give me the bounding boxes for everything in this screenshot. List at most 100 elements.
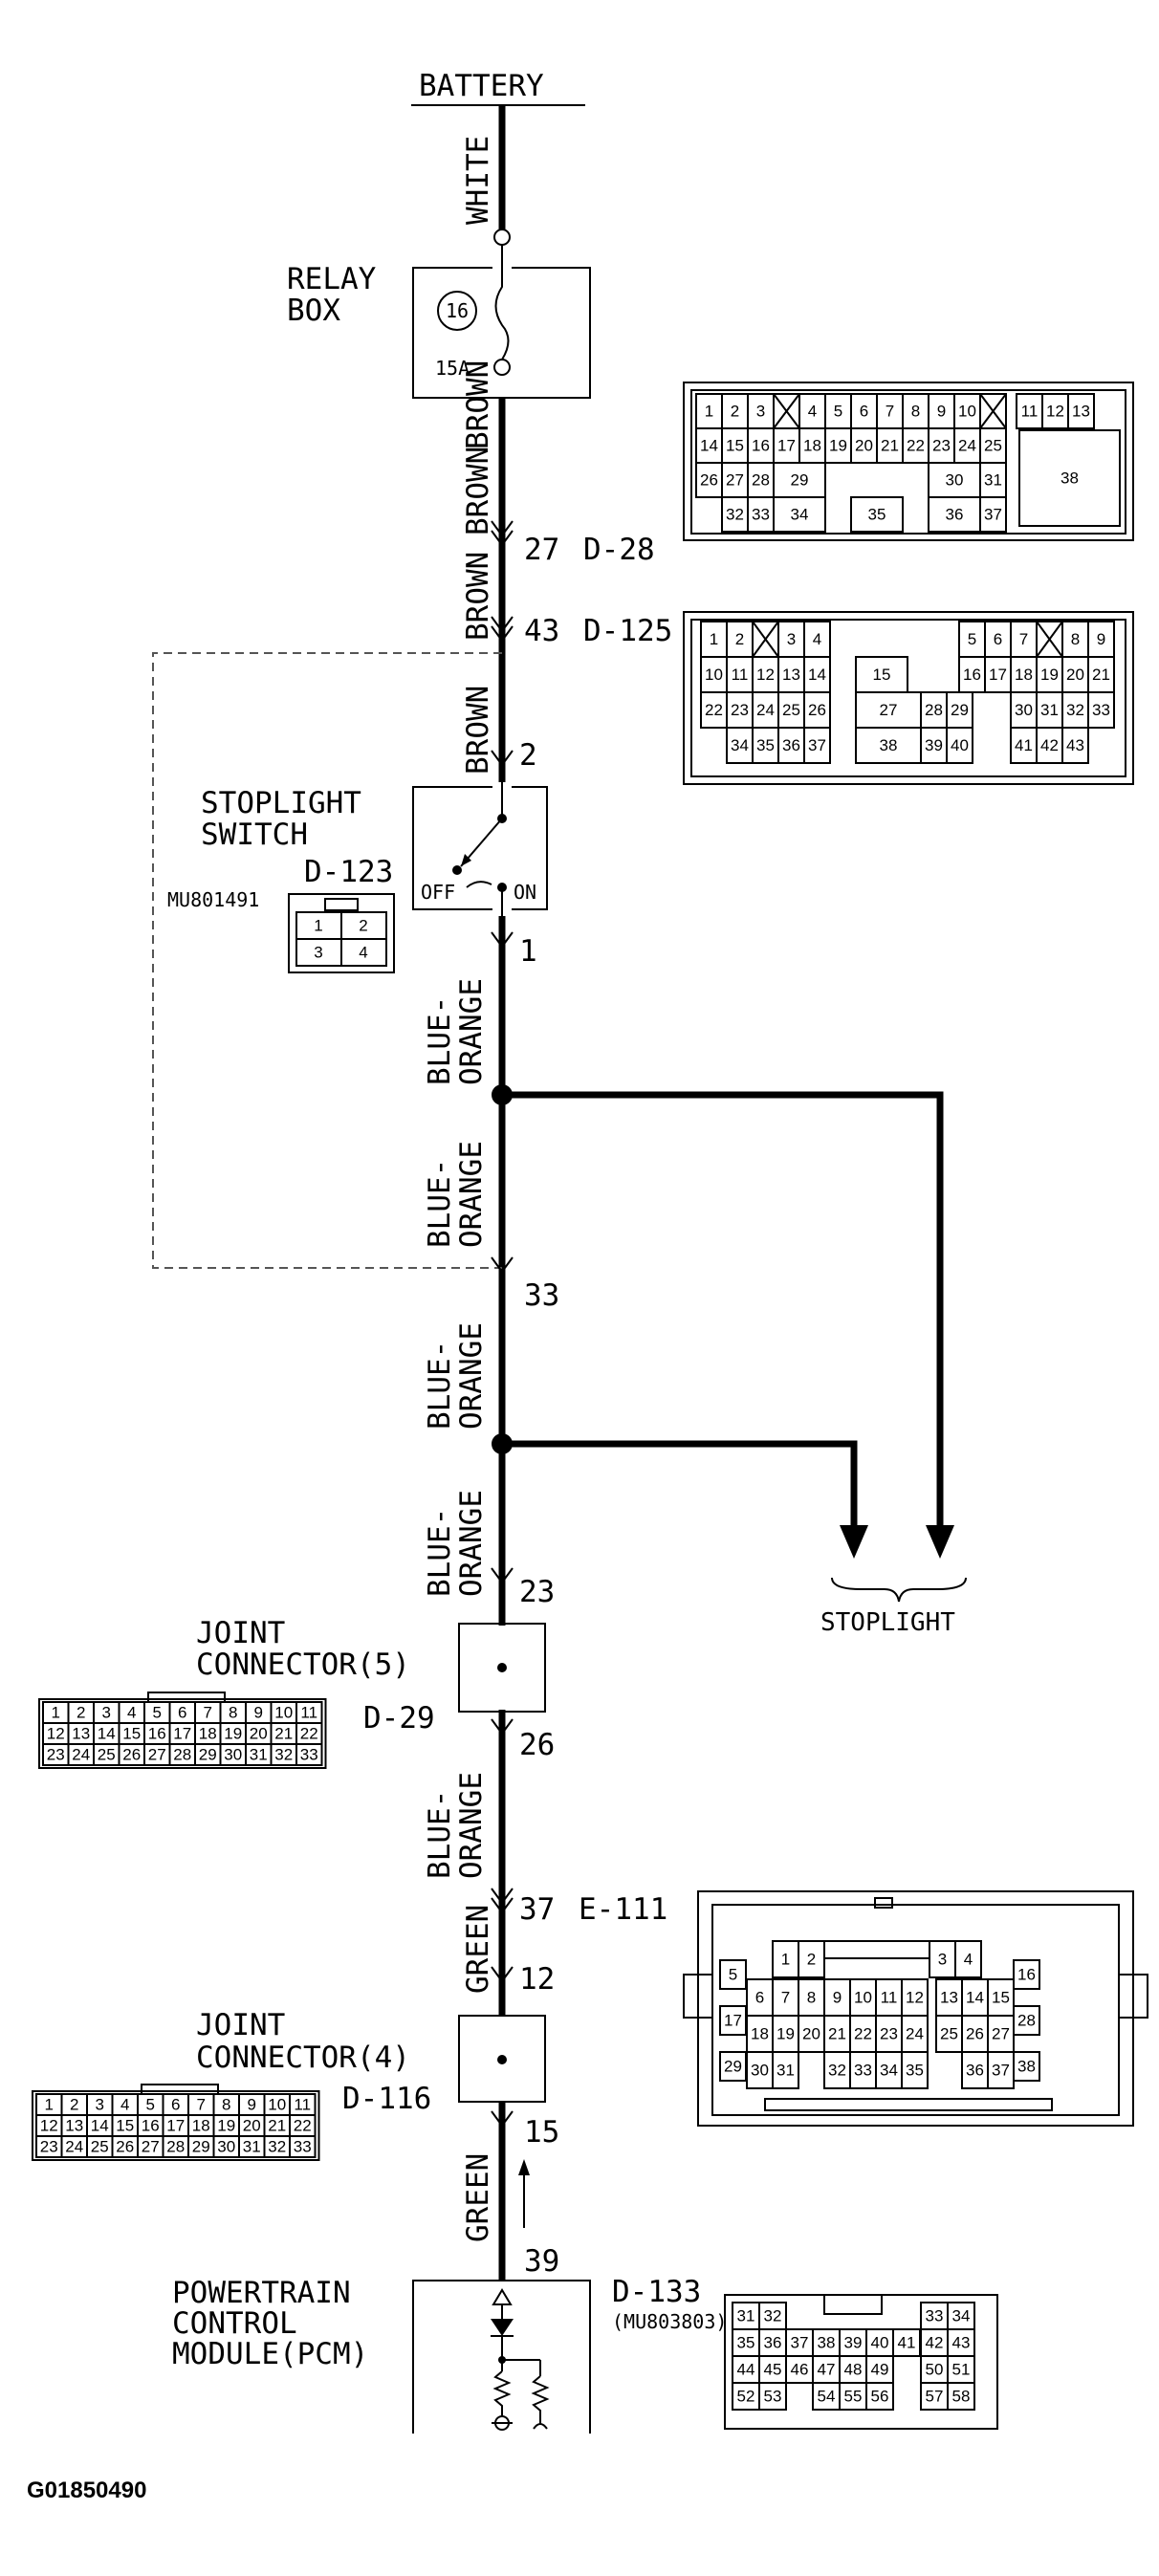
joint5-label-2: CONNECTOR(5): [196, 1648, 410, 1682]
connector-cell: [954, 1940, 982, 1978]
pin-label: 21: [268, 2117, 286, 2135]
stoplight-label: STOPLIGHT: [820, 1608, 955, 1637]
joint4-label-2: CONNECTOR(4): [196, 2041, 410, 2075]
stoplight-switch-outline: [412, 786, 548, 910]
pin-label: 20: [802, 2025, 820, 2043]
pin-label: 25: [782, 701, 800, 719]
connector-id-d123: D-123: [304, 855, 393, 889]
pin-label: 23: [40, 2138, 58, 2156]
pcm-label-2: CONTROL: [172, 2306, 297, 2341]
pin-label: 13: [72, 1725, 90, 1743]
pin-label: 22: [300, 1725, 318, 1743]
pin-label: 13: [65, 2117, 83, 2135]
pin-39: 39: [524, 2244, 559, 2279]
pin-label: 10: [274, 1704, 293, 1722]
pin-label: 10: [268, 2096, 286, 2114]
pin-label: 7: [204, 1704, 212, 1722]
pin-label: 14: [700, 437, 718, 455]
pin-label: 43: [1066, 736, 1084, 754]
pin-label: 24: [958, 437, 976, 455]
stoplight-switch-part-no: MU801491: [167, 888, 259, 911]
pin-label: 32: [1066, 701, 1084, 719]
pin-label: 30: [751, 2062, 769, 2080]
pin-label: 3: [756, 403, 765, 421]
pin-label: 15: [873, 666, 891, 684]
connector-cell: [947, 2382, 975, 2411]
pin-2: 2: [519, 738, 537, 773]
pin-label: 9: [254, 1704, 263, 1722]
pin-label: 12: [47, 1725, 65, 1743]
pcm-input-triangle-icon: [492, 2288, 513, 2319]
pin-label: 32: [764, 2307, 782, 2325]
pin-label: 34: [952, 2307, 971, 2325]
connector-cell: [758, 2382, 787, 2411]
fuse-number-circle: [437, 291, 477, 331]
pin-label: 32: [828, 2062, 846, 2080]
pin-label: 4: [964, 1951, 973, 1969]
pin-label: 23: [880, 2025, 898, 2043]
pin-label: 33: [300, 1746, 318, 1764]
pin-label: 22: [907, 437, 925, 455]
pin-label: 18: [1015, 666, 1033, 684]
pin-label: 5: [153, 1704, 162, 1722]
pin-label: 17: [173, 1725, 191, 1743]
pin-label: 29: [951, 701, 969, 719]
pin-label: 48: [844, 2361, 863, 2379]
pin-label: 24: [756, 701, 775, 719]
pin-label: 2: [77, 1704, 85, 1722]
pin-label: 40: [871, 2334, 889, 2352]
pin-43: 43: [524, 614, 559, 648]
pin-label: 30: [1015, 701, 1033, 719]
pin-label: 52: [737, 2388, 755, 2406]
pin-label: 27: [726, 471, 744, 490]
pin-label: 18: [803, 437, 821, 455]
switch-off-contact: [452, 865, 462, 875]
pcm-label-3: MODULE(PCM): [172, 2337, 368, 2371]
pin-15: 15: [524, 2115, 559, 2150]
pin-label: 12: [1046, 403, 1064, 421]
wire-label-white: WHITE: [461, 136, 495, 225]
pin-label: 51: [952, 2361, 971, 2379]
pin-label: 13: [1072, 403, 1090, 421]
connector-cell: [1087, 691, 1115, 729]
pin-label: 12: [756, 666, 775, 684]
branch-wire-1: [502, 1091, 944, 1539]
pin-label: 9: [833, 1989, 842, 2007]
pin-label: 36: [946, 506, 964, 524]
pin-label: 34: [731, 736, 749, 754]
pin-label: 15: [726, 437, 744, 455]
pin-label: 32: [726, 506, 744, 524]
pin-label: 28: [173, 1746, 191, 1764]
pin-1: 1: [519, 934, 537, 969]
pin-label: 9: [937, 403, 946, 421]
pin-label: 6: [178, 1704, 186, 1722]
pin-label: 49: [871, 2361, 889, 2379]
pin-label: 50: [926, 2361, 944, 2379]
pin-label: 8: [1071, 630, 1080, 648]
pin-label: 36: [782, 736, 800, 754]
pin-label: 5: [968, 630, 976, 648]
pin-label: 7: [1019, 630, 1028, 648]
pin-label: 19: [829, 437, 847, 455]
pin-label: 6: [755, 1989, 764, 2007]
pin-label: 44: [737, 2361, 755, 2379]
pin-label: 42: [926, 2334, 944, 2352]
pin-label: 37: [791, 2334, 809, 2352]
pin-label: 7: [197, 2096, 206, 2114]
pin-label: 18: [192, 2117, 210, 2135]
pin-label: 57: [926, 2388, 944, 2406]
connector-cell: [295, 1743, 323, 1766]
pin-label: 27: [992, 2025, 1010, 2043]
pin-label: 8: [229, 1704, 237, 1722]
connector-cell: [979, 496, 1007, 533]
pin-label: 2: [70, 2096, 78, 2114]
relay-box: RELAY BOX 16 15A: [287, 229, 591, 399]
arrow-down-icon: [926, 1525, 954, 1559]
pin-label: 29: [192, 2138, 210, 2156]
wire-label-orange-1: ORANGE: [454, 978, 489, 1085]
connector-cell: [719, 1959, 747, 1990]
pin-label: 7: [781, 1989, 790, 2007]
pin-label: 46: [791, 2361, 809, 2379]
pin-label: 26: [116, 2138, 134, 2156]
